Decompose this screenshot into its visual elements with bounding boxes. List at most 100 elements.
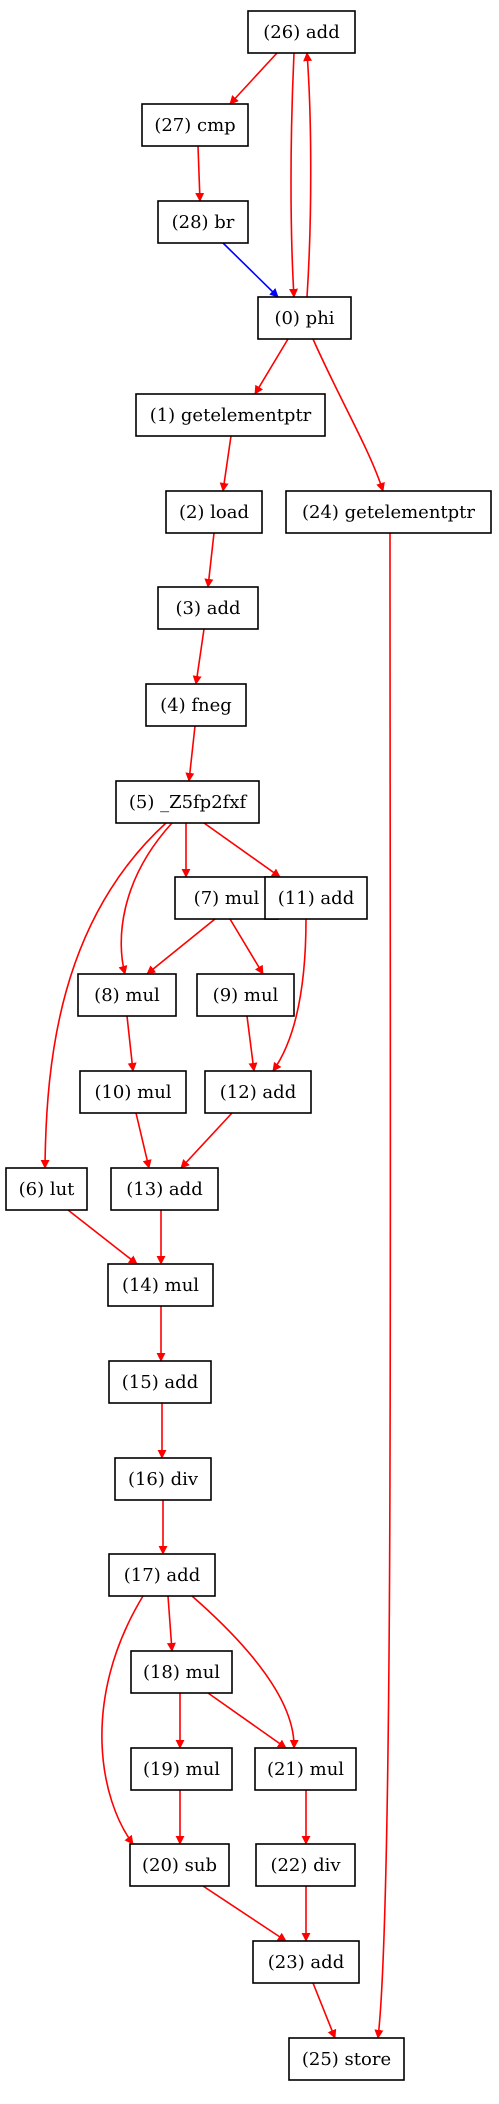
graph-node-13: (13) add — [110, 1167, 219, 1211]
node-label: (10) mul — [94, 1082, 171, 1103]
node-box — [115, 780, 260, 824]
node-box — [264, 876, 368, 920]
node-label: (23) add — [268, 1952, 344, 1973]
graph-node-28: (28) br — [157, 200, 249, 244]
graph-node-25: (25) store — [288, 2037, 405, 2081]
graph-node-24: (24) getelementptr — [285, 490, 492, 534]
graph-node-11: (11) add — [264, 876, 368, 920]
node-label: (25) store — [302, 2049, 391, 2070]
edge-n0-to-n1 — [254, 338, 289, 395]
edge-n7-to-n8 — [146, 918, 216, 975]
graph-node-19: (19) mul — [130, 1747, 233, 1791]
node-box — [5, 1167, 88, 1211]
node-box — [247, 10, 356, 54]
edge-n18-to-n21 — [207, 1692, 287, 1749]
graph-node-16: (16) div — [114, 1457, 212, 1501]
node-box — [114, 1457, 212, 1501]
edge-n0-to-n24 — [312, 338, 385, 492]
graph-node-12: (12) add — [204, 1070, 312, 1114]
graph-node-3: (3) add — [157, 586, 259, 630]
edge-layer — [40, 52, 392, 2039]
node-label: (20) sub — [142, 1855, 217, 1876]
edge-n4-to-n5 — [185, 725, 196, 782]
graph-node-7: (7) mul — [174, 876, 279, 920]
edge-n5-to-n8 — [118, 822, 173, 975]
node-box — [129, 1843, 230, 1887]
edge-n2-to-n3 — [204, 532, 215, 588]
node-box — [130, 1747, 233, 1791]
graph-node-20: (20) sub — [129, 1843, 230, 1887]
graph-node-15: (15) add — [108, 1360, 212, 1404]
graph-node-2: (2) load — [165, 490, 263, 534]
node-label: (28) br — [172, 212, 235, 233]
node-box — [285, 490, 492, 534]
node-label: (6) lut — [19, 1179, 76, 1200]
graph-node-22: (22) div — [255, 1843, 356, 1887]
edge-n26-to-n27 — [229, 52, 278, 105]
edge-n28-to-n0 — [222, 242, 279, 298]
graph-node-0: (0) phi — [257, 296, 352, 340]
node-label: (12) add — [220, 1082, 296, 1103]
node-label: (14) mul — [122, 1275, 199, 1296]
edge-n27-to-n28 — [195, 145, 205, 202]
node-box — [165, 490, 263, 534]
node-label: (27) cmp — [154, 115, 235, 136]
node-layer: (0) phi(1) getelementptr(2) load(3) add(… — [5, 10, 492, 2081]
edge-n17-to-n21 — [191, 1595, 299, 1749]
node-box — [252, 1940, 360, 1984]
node-label: (11) add — [278, 888, 354, 909]
node-box — [157, 586, 259, 630]
graph-node-6: (6) lut — [5, 1167, 88, 1211]
graph-node-9: (9) mul — [196, 973, 295, 1017]
node-label: (5) _Z5fp2fxf — [129, 792, 248, 813]
edge-n6-to-n14 — [67, 1209, 138, 1265]
node-label: (9) mul — [213, 985, 279, 1006]
edge-n20-to-n23 — [202, 1885, 287, 1942]
node-box — [257, 296, 352, 340]
edge-n3-to-n4 — [192, 628, 205, 685]
node-label: (4) fneg — [160, 695, 232, 716]
graph-node-17: (17) add — [108, 1553, 216, 1597]
node-label: (16) div — [128, 1469, 199, 1490]
graph-node-27: (27) cmp — [141, 103, 249, 147]
node-label: (15) add — [122, 1372, 198, 1393]
graph-node-26: (26) add — [247, 10, 356, 54]
node-box — [157, 200, 249, 244]
node-box — [288, 2037, 405, 2081]
node-label: (18) mul — [143, 1662, 220, 1683]
node-box — [108, 1553, 216, 1597]
node-label: (0) phi — [274, 308, 334, 329]
graph-node-14: (14) mul — [107, 1263, 214, 1307]
node-box — [196, 973, 295, 1017]
node-box — [110, 1167, 219, 1211]
node-box — [254, 1747, 357, 1791]
graph-node-21: (21) mul — [254, 1747, 357, 1791]
edge-n5-to-n11 — [203, 822, 281, 878]
edge-n1-to-n2 — [219, 435, 232, 492]
node-label: (7) mul — [194, 888, 260, 909]
edge-n9-to-n12 — [246, 1015, 258, 1072]
node-label: (19) mul — [143, 1759, 220, 1780]
edge-n10-to-n13 — [135, 1112, 152, 1169]
node-label: (24) getelementptr — [302, 502, 475, 523]
edge-n24-to-n25 — [374, 532, 392, 2039]
node-label: (17) add — [124, 1565, 200, 1586]
node-box — [77, 973, 177, 1017]
graph-node-5: (5) _Z5fp2fxf — [115, 780, 260, 824]
node-box — [145, 683, 247, 727]
graph-node-10: (10) mul — [79, 1070, 187, 1114]
node-label: (2) load — [179, 502, 249, 523]
graph-node-23: (23) add — [252, 1940, 360, 1984]
edge-n8-to-n10 — [126, 1015, 137, 1072]
edge-n0-to-n26 — [303, 52, 313, 298]
node-label: (8) mul — [94, 985, 160, 1006]
graph-node-18: (18) mul — [130, 1650, 233, 1694]
node-box — [135, 393, 326, 437]
edge-n17-to-n20 — [101, 1595, 144, 1845]
edge-n5-to-n6 — [40, 822, 167, 1169]
node-label: (13) add — [126, 1179, 202, 1200]
node-label: (3) add — [176, 598, 241, 619]
graph-node-4: (4) fneg — [145, 683, 247, 727]
node-box — [204, 1070, 312, 1114]
